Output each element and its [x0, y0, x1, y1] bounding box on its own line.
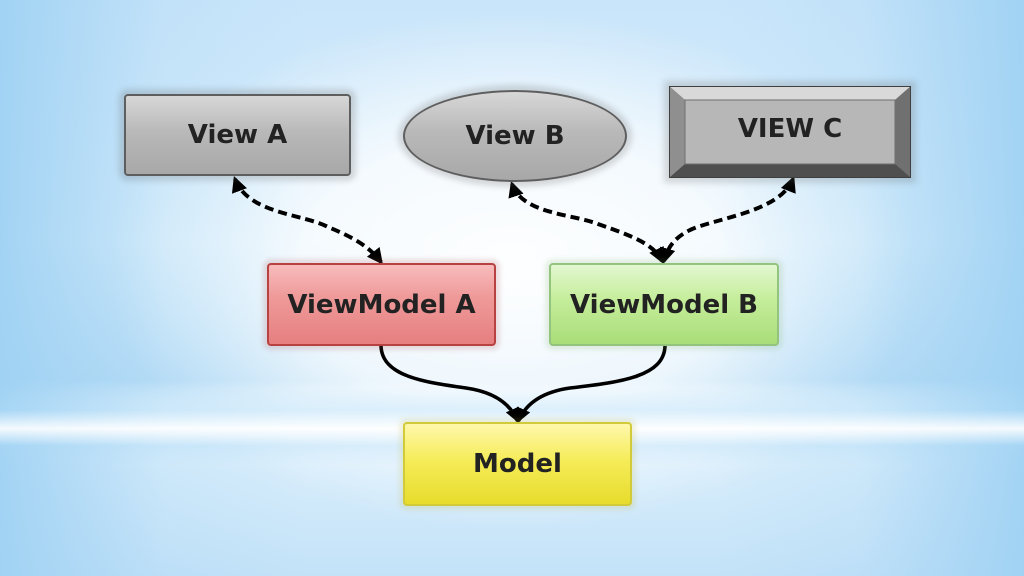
- view-b-to-viewmodel-b-dashed-link: [508, 180, 664, 264]
- view-a-to-viewmodel-a-dashed-link: [231, 176, 383, 265]
- view-b-label: View B: [465, 121, 565, 151]
- view-b-node: View B: [403, 90, 627, 182]
- model-node: Model: [403, 422, 632, 506]
- view-c-to-viewmodel-b-dashed-link: [659, 176, 796, 265]
- viewmodel-a-to-model-link: [379, 344, 519, 423]
- model-label: Model: [473, 449, 562, 479]
- view-a-label: View A: [187, 120, 288, 150]
- viewmodel-b-to-model-link: [517, 344, 667, 423]
- view-c-node: VIEW C: [669, 86, 911, 178]
- view-a-node: View A: [124, 94, 351, 176]
- viewmodel-b-label: ViewModel B: [570, 289, 758, 320]
- beveled-frame-icon: [669, 86, 911, 178]
- viewmodel-b-node: ViewModel B: [549, 263, 779, 346]
- viewmodel-a-label: ViewModel A: [287, 289, 476, 320]
- viewmodel-a-node: ViewModel A: [267, 263, 496, 346]
